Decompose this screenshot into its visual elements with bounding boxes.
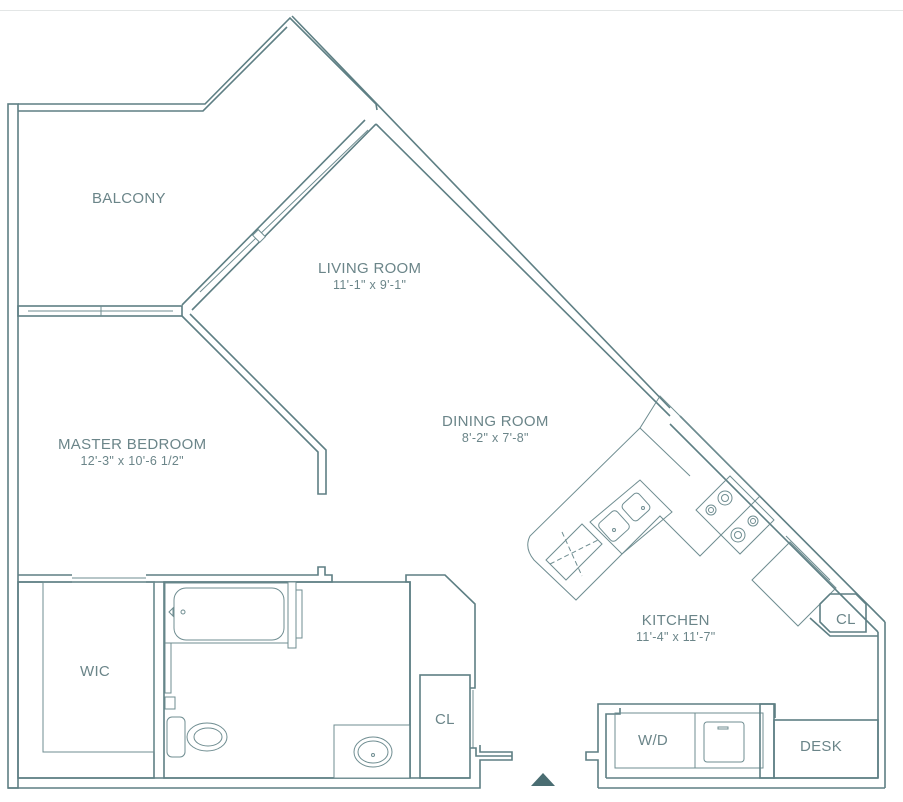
north-arrow-icon — [531, 773, 555, 786]
room-living: LIVING ROOM 11'-1" x 9'-1" — [318, 260, 421, 292]
wic — [17, 581, 155, 779]
bedroom-bottom-wall — [18, 566, 333, 583]
room-name: W/D — [638, 732, 669, 749]
bathroom — [163, 581, 411, 779]
room-name: CL — [435, 711, 455, 728]
room-name: CL — [836, 611, 856, 628]
room-dimensions: 8'-2" x 7'-8" — [461, 431, 529, 445]
bedroom-partition — [181, 313, 327, 495]
hall-closet — [405, 574, 512, 779]
room-name: MASTER BEDROOM — [58, 436, 207, 453]
kitchen-closet — [809, 593, 878, 637]
top-divider — [0, 10, 903, 11]
outer-walls — [7, 15, 886, 789]
room-closet-hall: CL — [435, 711, 455, 729]
room-kitchen: KITCHEN 11'-4" x 11'-7" — [636, 612, 716, 644]
room-wic: WIC — [80, 663, 110, 681]
room-name: DINING ROOM — [442, 413, 549, 430]
room-name: WIC — [80, 663, 111, 680]
room-closet-kitchen: CL — [836, 611, 856, 629]
room-name: LIVING ROOM — [318, 260, 422, 277]
room-master-bedroom: MASTER BEDROOM 12'-3" x 10'-6 1/2" — [58, 436, 206, 468]
room-dimensions: 11'-4" x 11'-7" — [636, 630, 716, 644]
room-dimensions: 12'-3" x 10'-6 1/2" — [80, 454, 184, 468]
room-dimensions: 11'-1" x 9'-1" — [333, 278, 407, 292]
kitchen-counter — [527, 395, 837, 627]
balcony-sliding-door — [17, 119, 377, 317]
room-name: DESK — [800, 738, 843, 755]
room-name: KITCHEN — [641, 612, 710, 629]
room-name: BALCONY — [92, 190, 166, 207]
room-laundry: W/D — [638, 732, 668, 750]
room-balcony: BALCONY — [92, 190, 166, 208]
room-dining: DINING ROOM 8'-2" x 7'-8" — [442, 413, 549, 445]
room-desk: DESK — [800, 738, 842, 756]
laundry-area — [614, 703, 879, 779]
